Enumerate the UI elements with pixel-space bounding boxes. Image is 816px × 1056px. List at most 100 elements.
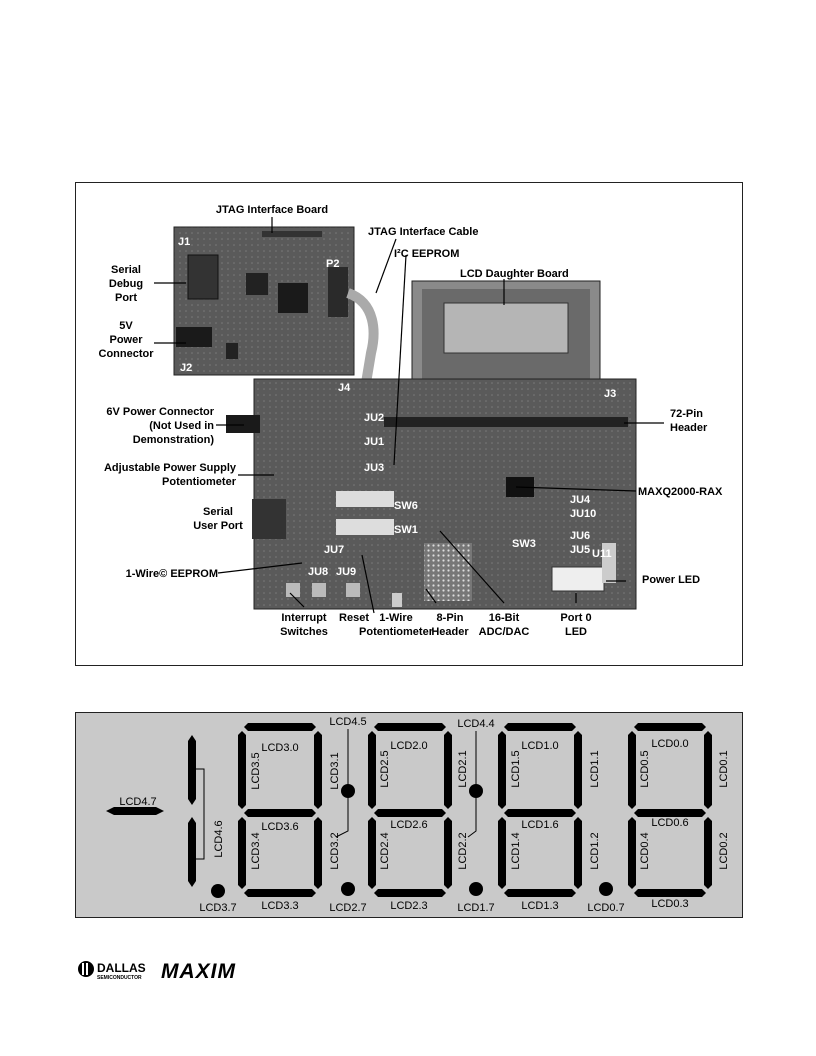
label-i2c-eeprom: I²C EEPROM — [394, 248, 459, 260]
segment-lcd1-6 — [504, 809, 576, 817]
label-lcd1-0: LCD1.0 — [521, 740, 558, 752]
segment-lcd1-4 — [498, 817, 506, 889]
segment-lcd2-1 — [444, 731, 452, 809]
segment-lcd1-3 — [504, 889, 576, 897]
label-lcd3-4: LCD3.4 — [250, 832, 262, 869]
label-u11: U11 — [592, 548, 612, 560]
label-lcd3-5: LCD3.5 — [250, 752, 262, 789]
dallas-logo-mark — [78, 961, 94, 977]
label-serial-user-1: Serial — [203, 506, 233, 518]
segment-lcd3-5 — [238, 731, 246, 809]
label-lcd2-5: LCD2.5 — [379, 750, 391, 787]
segment-lcd2-7 — [341, 882, 355, 896]
label-jtag-cable: JTAG Interface Cable — [368, 226, 478, 238]
label-interrupt-2: Switches — [280, 626, 328, 638]
label-sw1: SW1 — [394, 524, 418, 536]
label-1wire-pot-2: Potentiometer — [359, 626, 434, 638]
label-lcd1-4: LCD1.4 — [510, 832, 522, 869]
label-5v-power-2: Power — [109, 334, 143, 346]
label-serial-debug-2: Debug — [109, 278, 143, 290]
label-lcd0-6: LCD0.6 — [651, 817, 688, 829]
label-lcd-daughter-board: LCD Daughter Board — [460, 268, 569, 280]
label-serial-debug-1: Serial — [111, 264, 141, 276]
label-lcd1-2: LCD1.2 — [589, 832, 601, 869]
segment-lcd2-4 — [368, 817, 376, 889]
label-5v-power-1: 5V — [119, 320, 133, 332]
segment-lcd0-5 — [628, 731, 636, 809]
label-ju8: JU8 — [308, 566, 328, 578]
label-lcd2-3: LCD2.3 — [390, 900, 427, 912]
label-sw6: SW6 — [394, 500, 418, 512]
segment-lcd2-3 — [374, 889, 446, 897]
main-evaluation-board — [226, 378, 637, 610]
segment-lcd3-3 — [244, 889, 316, 897]
label-port0-2: LED — [565, 626, 587, 638]
segment-lcd2-2 — [444, 817, 452, 889]
label-lcd1-3: LCD1.3 — [521, 900, 558, 912]
label-leaders — [196, 729, 477, 860]
label-serial-user-2: User Port — [193, 520, 243, 532]
label-lcd1-5: LCD1.5 — [510, 750, 522, 787]
dallas-logo-text: DALLAS — [97, 961, 146, 975]
label-lcd3-6: LCD3.6 — [261, 821, 298, 833]
segment-lcd1-2 — [574, 817, 582, 889]
footer-logos: DALLAS SEMICONDUCTOR MAXIM — [77, 958, 287, 984]
lcd-segments — [106, 735, 613, 898]
label-lcd0-3: LCD0.3 — [651, 898, 688, 910]
label-j4: J4 — [338, 382, 351, 394]
label-serial-debug-3: Port — [115, 292, 137, 304]
segment-lcd3-6 — [244, 809, 316, 817]
label-maxq2000: MAXQ2000-RAX — [638, 486, 723, 498]
label-5v-power-3: Connector — [99, 348, 155, 360]
label-lcd1-6: LCD1.6 — [521, 819, 558, 831]
label-lcd2-0: LCD2.0 — [390, 740, 427, 752]
label-lcd3-7: LCD3.7 — [199, 902, 236, 914]
segment-lcd0-2 — [704, 817, 712, 889]
label-6v-power-2: (Not Used in — [149, 420, 214, 432]
seven-segment-digits — [238, 723, 712, 897]
label-lcd4-4: LCD4.4 — [457, 718, 494, 730]
label-power-led: Power LED — [642, 574, 700, 586]
callout-lines — [154, 217, 664, 614]
label-adjustable-1: Adjustable Power Supply — [104, 462, 237, 474]
label-lcd1-1: LCD1.1 — [589, 750, 601, 787]
label-j3: J3 — [604, 388, 616, 400]
label-sw3: SW3 — [512, 538, 536, 550]
label-ju7: JU7 — [324, 544, 344, 556]
segment-lcd4-6-upper — [188, 735, 196, 805]
segment-lcd0-7 — [599, 882, 613, 896]
semiconductor-logo-text: SEMICONDUCTOR — [97, 975, 142, 981]
label-lcd0-0: LCD0.0 — [651, 738, 688, 750]
segment-lcd0-6 — [634, 809, 706, 817]
label-ju3: JU3 — [364, 462, 384, 474]
label-interrupt-1: Interrupt — [281, 612, 327, 624]
label-j2: J2 — [180, 362, 192, 374]
label-ju10: JU10 — [570, 508, 596, 520]
label-lcd2-4: LCD2.4 — [379, 832, 391, 869]
label-reset: Reset — [339, 612, 369, 624]
segment-lcd0-3 — [634, 889, 706, 897]
label-lcd3-2: LCD3.2 — [329, 832, 341, 869]
label-72pin-1: 72-Pin — [670, 408, 703, 420]
board-photo-figure: JTAG Interface Board J1 Serial Debug Por… — [75, 182, 743, 666]
dallas-maxim-logo: DALLAS SEMICONDUCTOR MAXIM — [78, 960, 235, 983]
segment-lcd3-0 — [244, 723, 316, 731]
label-1wire-eeprom: 1-Wire© EEPROM — [126, 568, 218, 580]
segment-lcd4-7 — [106, 807, 164, 815]
label-8pin-1: 8-Pin — [437, 612, 464, 624]
segment-lcd1-1 — [574, 731, 582, 809]
label-lcd0-4: LCD0.4 — [639, 832, 651, 869]
label-ju2: JU2 — [364, 412, 384, 424]
label-6v-power-1: 6V Power Connector — [106, 406, 214, 418]
segment-lcd1-0 — [504, 723, 576, 731]
lcd-segment-map-figure: LCD4.5 LCD4.4 LCD4.7 LCD3.7 LCD2.7 LCD1.… — [75, 712, 743, 918]
label-adc-2: ADC/DAC — [479, 626, 530, 638]
lcd-segment-svg: LCD4.5 LCD4.4 LCD4.7 LCD3.7 LCD2.7 LCD1.… — [106, 716, 730, 914]
segment-lcd3-7 — [211, 884, 225, 898]
label-6v-power-3: Demonstration) — [133, 434, 215, 446]
label-lcd2-7: LCD2.7 — [329, 902, 366, 914]
label-lcd3-1: LCD3.1 — [329, 752, 341, 789]
jtag-cable-graphic — [345, 288, 379, 384]
label-lcd0-7: LCD0.7 — [587, 902, 624, 914]
label-adc-1: 16-Bit — [489, 612, 520, 624]
